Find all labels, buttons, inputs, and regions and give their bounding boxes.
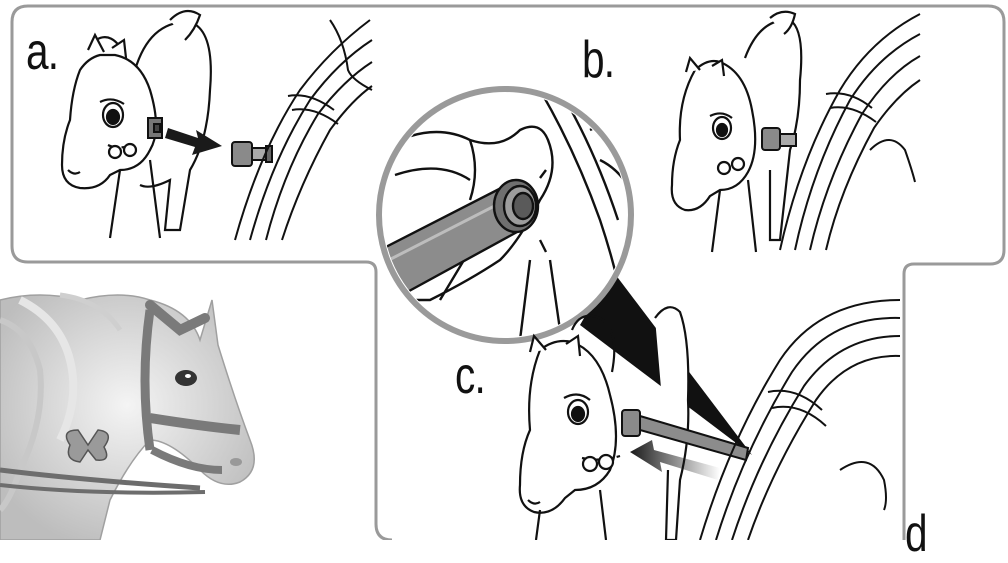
horse-photo [0, 295, 254, 540]
instruction-diagram: a. b. c. d [0, 0, 1008, 540]
peg-a [148, 118, 162, 138]
carriage-c [700, 300, 900, 540]
step-label-c: c. [455, 350, 485, 402]
step-label-b: b. [582, 34, 614, 86]
magnifier-detail [379, 89, 631, 341]
step-label-d: d [905, 508, 927, 560]
horse-head-a [62, 11, 211, 238]
step-label-a: a. [26, 26, 58, 78]
horse-head-b [672, 12, 801, 252]
carriage-a [235, 20, 372, 240]
instruction-illustration [0, 0, 1008, 540]
